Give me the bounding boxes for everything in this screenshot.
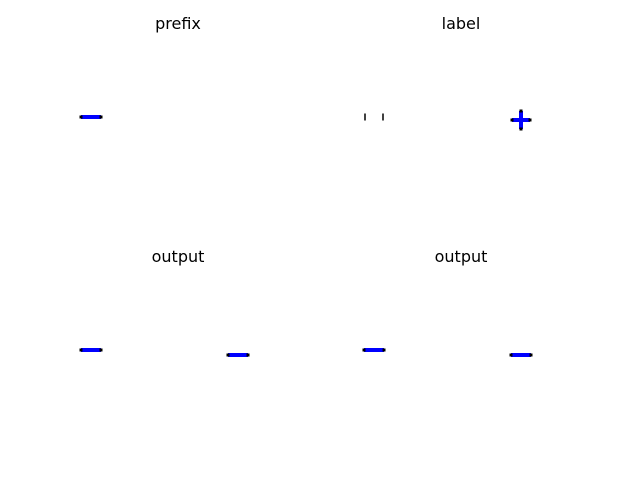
minus-glyph <box>79 115 103 119</box>
panel-title-output-left: output <box>151 247 205 266</box>
panel-label-glyphs <box>364 109 532 131</box>
panel-prefix-glyphs <box>79 115 103 119</box>
panel-title-label: label <box>441 14 481 33</box>
tick-glyph <box>364 113 366 121</box>
minus-glyph <box>362 348 386 352</box>
minus-glyph <box>509 353 533 357</box>
panel-output-right-glyphs <box>362 348 533 357</box>
minus-glyph <box>79 348 103 352</box>
panel-title-prefix: prefix <box>155 14 201 33</box>
panel-output-left-glyphs <box>79 348 250 357</box>
panel-title-output-right: output <box>434 247 488 266</box>
tick-glyph <box>382 113 384 121</box>
plus-glyph <box>510 109 532 131</box>
minus-glyph <box>226 353 250 357</box>
